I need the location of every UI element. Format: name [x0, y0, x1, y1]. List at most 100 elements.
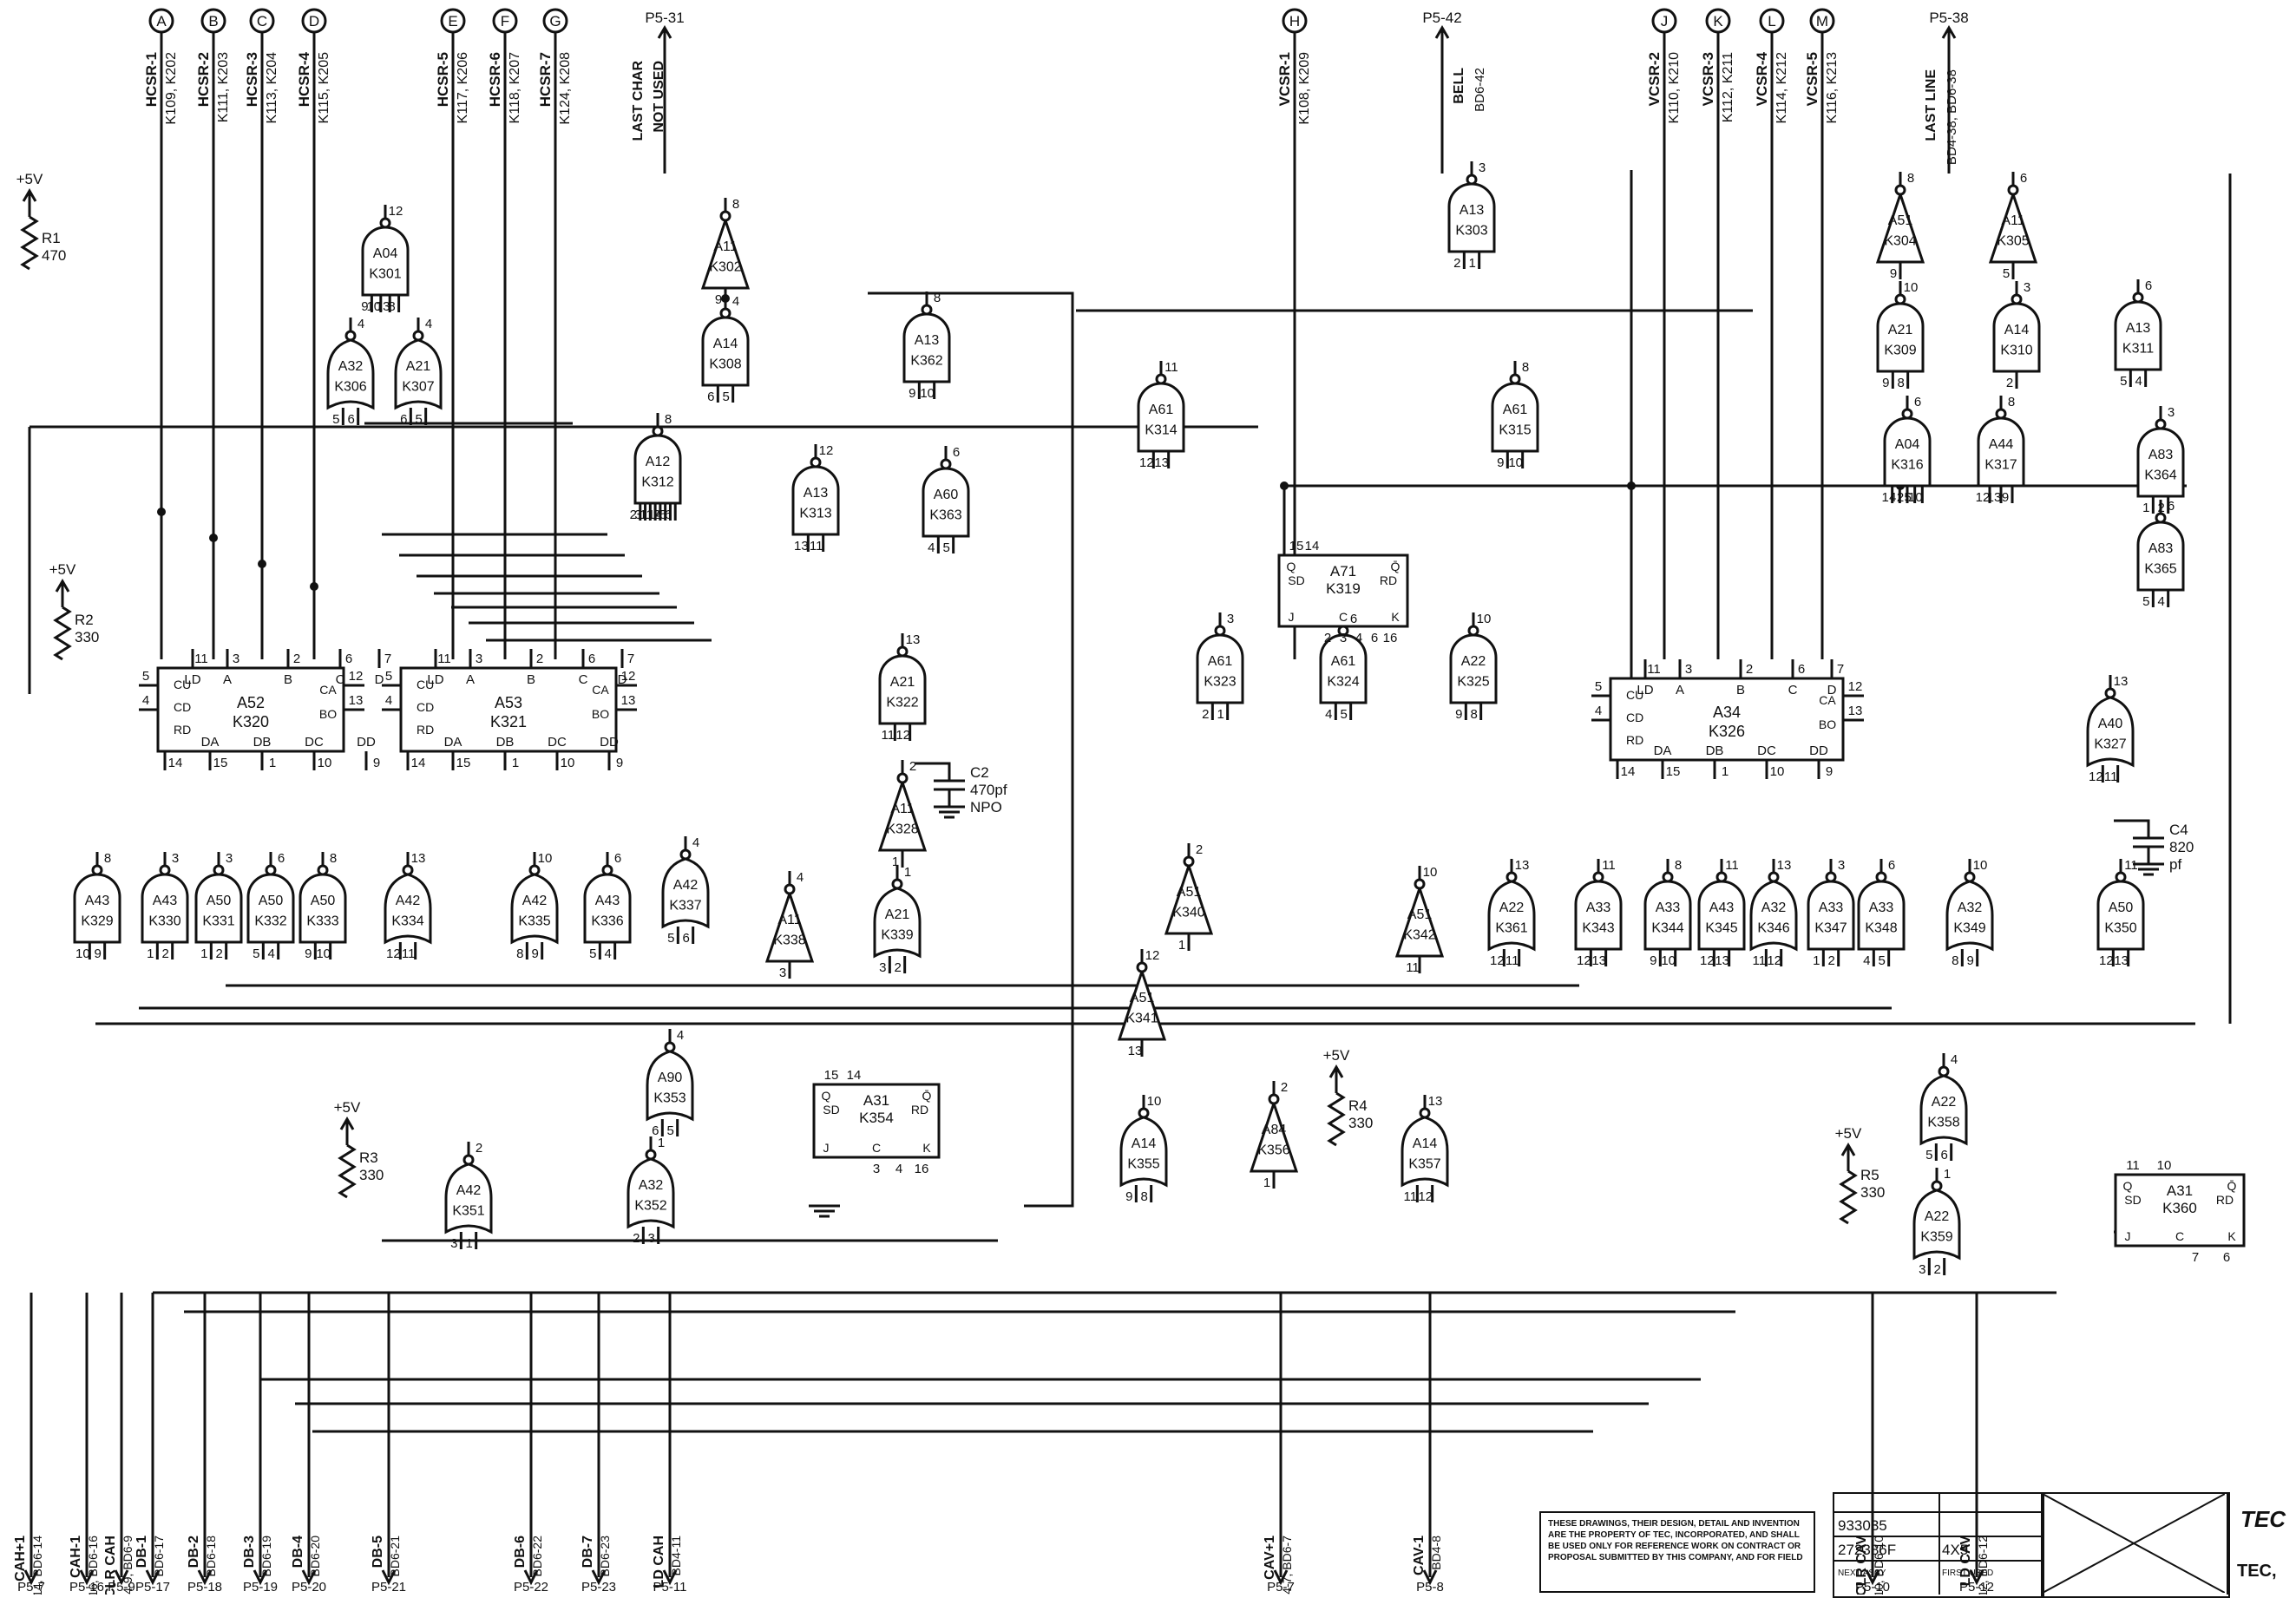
bottom-arrow-7: [381, 1569, 397, 1586]
counter-K320-right-num: 12: [349, 669, 364, 684]
gate-K303-a-label: A13: [1460, 203, 1485, 218]
counter-K320-bot-num: 15: [213, 756, 228, 770]
gate-K358-k-label: K358: [1927, 1116, 1959, 1130]
gate-K365-pin-in: 4: [2157, 594, 2164, 609]
gate-K352-pin-in: 3: [647, 1231, 654, 1246]
gate-K313-pin-in: 13: [794, 539, 809, 553]
gate-K334: [384, 873, 432, 945]
gate-K313-pin-out: 12: [819, 443, 834, 458]
revision-cross: [2043, 1494, 2225, 1593]
counter-K326-in-label: LD: [1637, 683, 1653, 697]
gate-K351-bubble: [462, 1154, 475, 1166]
gate-K350-k-label: K350: [2104, 921, 2136, 936]
gate-K313-a-label: A13: [804, 486, 829, 501]
junction-dot: [157, 508, 166, 516]
gate-K346-k-label: K346: [1757, 921, 1789, 936]
assembly-number: 272386F: [1838, 1542, 1897, 1558]
counter-K321-side-label: RD: [417, 723, 434, 737]
junction-dot: [310, 582, 318, 591]
junction-dot: [209, 534, 218, 542]
cap-ref-C4: C4: [2169, 822, 2188, 838]
counter-K326-side-label: RD: [1626, 733, 1643, 747]
bottom-signal-name-5: DB-3: [242, 1536, 257, 1568]
gate-K325-pin-out: 10: [1477, 612, 1492, 626]
connector-refs-H: K108, K209: [1297, 52, 1312, 125]
gate-K332-pin-in: 4: [267, 946, 274, 961]
gate-K340-a-label: A51: [1177, 885, 1202, 900]
gate-K336-bubble: [601, 864, 613, 876]
top-pin-0: P5-31: [645, 10, 684, 26]
gate-K333-a-label: A50: [311, 894, 336, 908]
gate-K335-pin-out: 10: [538, 851, 553, 866]
counter-K326-out-label: DD: [1809, 743, 1828, 758]
gate-K357-k-label: K357: [1408, 1157, 1440, 1172]
gate-K345-pin-in: 13: [1715, 953, 1729, 968]
gate-K349-pin-in: 9: [1966, 953, 1973, 968]
gate-K359-pin-out: 1: [1944, 1167, 1951, 1182]
bottom-signal-name-1: CAH-1: [69, 1536, 83, 1578]
gate-K330-pin-in: 1: [147, 946, 154, 961]
gate-K358-pin-out: 4: [1951, 1052, 1958, 1067]
gate-K312-pin-out: 8: [665, 412, 672, 427]
gate-K355-bubble: [1138, 1107, 1150, 1119]
counter-K320-bot-num: 1: [269, 756, 276, 770]
counter-K326-right-num: 13: [1848, 704, 1863, 718]
bus-loop-left: [868, 291, 1074, 1208]
gate-K314-pin-in: 13: [1154, 455, 1169, 470]
counter-K321-carry-label: CA: [592, 683, 609, 697]
gate-K302-pin-in: 9: [715, 292, 722, 307]
gate-K308-pin-in: 5: [722, 390, 729, 404]
counter-K326-top-num: 3: [1685, 662, 1692, 677]
gate-K305-k-label: K305: [1997, 234, 2029, 249]
gate-K308-k-label: K308: [709, 357, 741, 372]
gate-K330-k-label: K330: [148, 914, 180, 929]
vcc-label-0: +5V: [16, 171, 43, 187]
gate-K323-pin-in: 1: [1217, 707, 1223, 722]
flipflop-K319-pin-label: SD: [1288, 573, 1304, 587]
resistor-value-R1: 470: [42, 247, 66, 264]
gate-K357-pin-in: 11: [1404, 1189, 1418, 1204]
gate-K355-pin-in: 9: [1125, 1189, 1132, 1204]
gate-K342-bubble: [1414, 878, 1426, 890]
flipflop-K354-pin-label: K: [922, 1141, 931, 1155]
gate-K333-k-label: K333: [306, 914, 338, 929]
gate-K359-bubble: [1931, 1180, 1943, 1192]
gate-K306-pin-in: 6: [347, 412, 354, 427]
gate-K349-bubble: [1964, 871, 1976, 883]
counter-K320-out-label: DC: [305, 735, 324, 750]
flipflop-K319-pin-num: 4: [1355, 631, 1362, 645]
gate-K357-a-label: A14: [1413, 1136, 1438, 1151]
gate-K310-pin-in: 2: [2006, 376, 2013, 390]
gate-K309-bubble: [1894, 293, 1906, 305]
logo-mark: TEC: [2240, 1506, 2286, 1532]
flipflop-K354-pin-num: 3: [873, 1162, 880, 1176]
gate-K355-pin-out: 10: [1147, 1094, 1162, 1109]
gate-K345-a-label: A43: [1709, 901, 1735, 915]
flipflop-K360-pin-num: 6: [2223, 1250, 2230, 1265]
connector-E: [440, 8, 466, 34]
gate-K311-pin-in: 4: [2135, 374, 2142, 389]
gate-K359-pin-in: 3: [1919, 1262, 1925, 1277]
gate-K351: [444, 1162, 493, 1235]
gate-K338-bubble: [784, 883, 796, 895]
last-line-ref-label: BD4-38, BD6-38: [1945, 69, 1959, 165]
counter-K321-bot-num: 1: [512, 756, 519, 770]
gate-K325-a-label: A22: [1461, 654, 1486, 669]
gate-K315-pin-out: 8: [1522, 360, 1529, 375]
gate-K312-k-label: K312: [641, 475, 673, 490]
gate-K353-k-label: K353: [653, 1091, 686, 1106]
gate-K303-pin-in: 2: [1453, 256, 1460, 271]
gate-K324-pin-in: 5: [1340, 707, 1347, 722]
gate-K309-pin-out: 10: [1904, 280, 1919, 295]
connector-H-letter: H: [1289, 13, 1300, 29]
gate-K361: [1487, 880, 1536, 952]
connector-refs-J: K110, K210: [1667, 52, 1682, 124]
bottom-signal-pin-0: P5-7: [17, 1580, 45, 1595]
gate-K309-pin-in: 8: [1897, 376, 1904, 390]
counter-K326-bot-num: 14: [1621, 764, 1636, 779]
wiring: [20, 25, 2232, 1586]
gate-K312-pin-in: 1: [640, 508, 646, 522]
gate-K350-pin-in: 12: [2099, 953, 2114, 968]
gate-K323-bubble: [1214, 625, 1226, 637]
flipflop-K360-pin-num: 10: [2157, 1158, 2172, 1173]
